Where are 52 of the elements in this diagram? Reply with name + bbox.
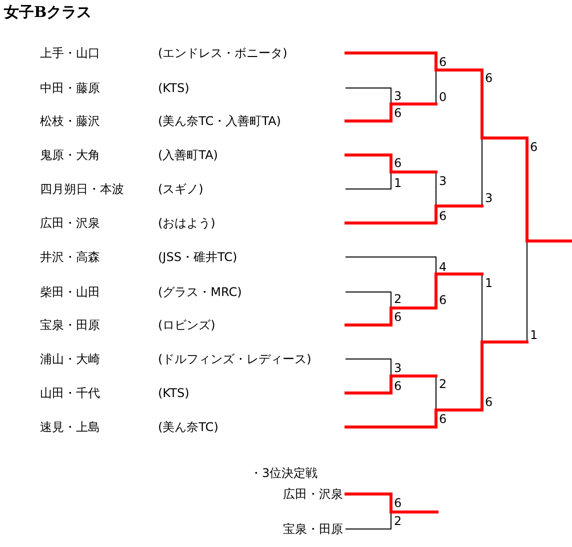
- pair-name: 鬼原・大角: [40, 148, 100, 162]
- pair-name: 中田・藤原: [40, 81, 100, 95]
- club-name: (グラス・MRC): [158, 285, 242, 299]
- club-name: (おはよう): [158, 216, 216, 230]
- pair-name: 柴田・山田: [40, 285, 100, 299]
- score: 4: [439, 260, 447, 274]
- club-name: (JSS・碓井TC): [158, 250, 238, 264]
- club-name: (美ん奈TC): [158, 420, 218, 434]
- score: 6: [439, 293, 447, 307]
- score: 6: [394, 106, 402, 120]
- pair-name: 山田・千代: [40, 386, 100, 400]
- club-name: (入善町TA): [158, 148, 218, 162]
- club-name: (ドルフィンズ・レディース): [158, 352, 312, 366]
- score: 2: [394, 292, 402, 306]
- club-name: (KTS): [158, 81, 190, 95]
- club-name: (KTS): [158, 386, 190, 400]
- pair-name: 速見・上島: [40, 420, 100, 434]
- score: 1: [485, 276, 493, 290]
- pair-name: 松枝・藤沢: [40, 114, 100, 128]
- score: 6: [394, 379, 402, 393]
- pair-name: 四月朔日・本波: [40, 182, 124, 196]
- score: 0: [439, 90, 447, 104]
- score: 1: [394, 176, 402, 190]
- score: 2: [439, 377, 447, 391]
- score: 6: [485, 395, 493, 409]
- score: 2: [394, 514, 402, 528]
- pair-name: 上手・山口: [40, 46, 100, 60]
- score: 3: [394, 89, 402, 103]
- pair-name: 井沢・高森: [40, 250, 100, 264]
- score: 6: [439, 55, 447, 69]
- pair-name: 広田・沢泉: [283, 487, 343, 501]
- pair-name: 宝泉・田原: [283, 522, 343, 536]
- score: 3: [394, 361, 402, 375]
- score: 6: [439, 209, 447, 223]
- pair-name: 広田・沢泉: [40, 216, 100, 230]
- club-name: (スギノ): [158, 182, 204, 196]
- pair-name: 宝泉・田原: [40, 318, 100, 332]
- pair-name: 浦山・大崎: [40, 352, 100, 366]
- score: 6: [530, 140, 538, 154]
- club-name: (美ん奈TC・入善町TA): [158, 114, 281, 128]
- club-name: (ロビンズ): [158, 318, 216, 332]
- score: 3: [485, 191, 493, 205]
- score: 6: [394, 310, 402, 324]
- score: 6: [394, 496, 402, 510]
- score: 3: [439, 174, 447, 188]
- score: 1: [530, 328, 538, 342]
- club-name: (エンドレス・ボニータ): [158, 46, 288, 60]
- title: 女子Bクラス: [4, 3, 92, 22]
- score: 6: [394, 156, 402, 170]
- score: 6: [485, 71, 493, 85]
- section-heading: ・3位決定戦: [250, 466, 318, 480]
- score: 6: [439, 412, 447, 426]
